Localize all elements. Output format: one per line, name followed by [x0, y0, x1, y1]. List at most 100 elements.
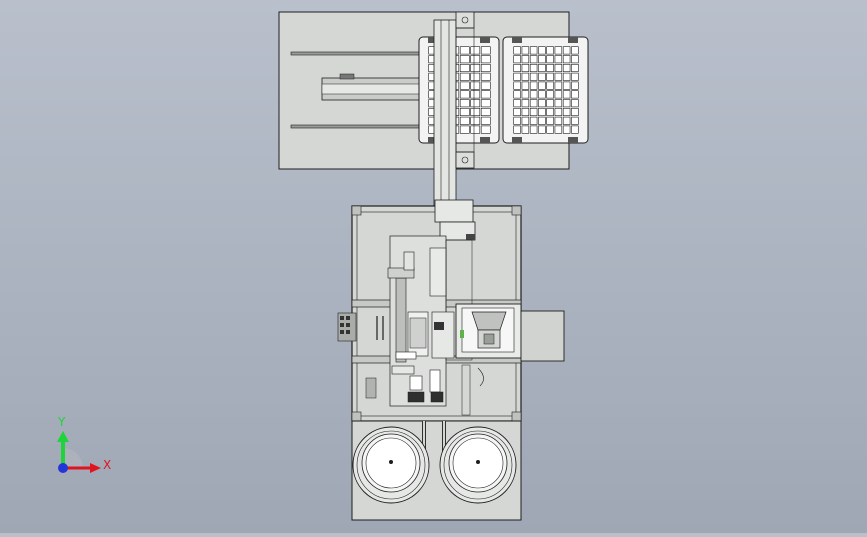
tray-pocket [521, 55, 530, 64]
guide-rail-top [290, 51, 420, 56]
tray-pocket [480, 55, 491, 64]
tray-pocket [480, 108, 491, 117]
tray-pocket [538, 99, 546, 108]
tray-pocket [571, 125, 579, 134]
tray-pocket [521, 81, 530, 90]
tray-pocket [513, 90, 521, 99]
tray-pocket [546, 81, 554, 90]
tray-pocket [470, 46, 481, 55]
tray-pocket [571, 64, 579, 73]
tray-pocket [546, 72, 554, 81]
tray-pocket [554, 46, 563, 55]
tray-pocket [459, 55, 470, 64]
tray-pocket [571, 55, 579, 64]
tray-pocket [470, 125, 481, 134]
tray-pocket [562, 125, 571, 134]
tray-pocket [470, 64, 481, 73]
tray-pocket [554, 108, 563, 117]
tray-pocket [513, 81, 521, 90]
tray-pocket [480, 72, 491, 81]
bowl-feeder-left [352, 426, 430, 504]
gantry-end-block-bottom [455, 151, 475, 169]
tray-pocket [546, 99, 554, 108]
tray-pocket [562, 90, 571, 99]
side-conveyor-box [520, 310, 565, 362]
tray-pocket [480, 64, 491, 73]
tray-pocket [562, 99, 571, 108]
tray-pocket [571, 46, 579, 55]
guide-rail-bottom [290, 124, 420, 129]
tray-pocket [529, 55, 538, 64]
tray-pocket [546, 55, 554, 64]
lead-screw [395, 277, 407, 363]
tray-pocket [554, 116, 563, 125]
tray-pocket [521, 72, 530, 81]
gantry-end-block-top [455, 11, 475, 29]
tray-pocket [562, 72, 571, 81]
tray-pocket [480, 116, 491, 125]
tray-pocket [513, 72, 521, 81]
tray-pocket [538, 72, 546, 81]
tray-pocket [470, 108, 481, 117]
tray-pocket [571, 81, 579, 90]
tray-pocket [459, 90, 470, 99]
tray-pocket [470, 81, 481, 90]
tray-pocket [513, 99, 521, 108]
tray-pocket [554, 90, 563, 99]
tray-pocket [459, 99, 470, 108]
tray-pocket [562, 64, 571, 73]
tray-pocket [546, 116, 554, 125]
tray-pocket [521, 90, 530, 99]
y-axis-label: Y [57, 415, 66, 429]
tray-pocket [538, 90, 546, 99]
tray-pocket [546, 108, 554, 117]
tray-pocket [538, 81, 546, 90]
tray-pocket [513, 108, 521, 117]
tray-pocket [562, 108, 571, 117]
tray-pocket [470, 72, 481, 81]
tray-pocket [521, 125, 530, 134]
upper-platform [278, 11, 589, 211]
tray-pocket [538, 116, 546, 125]
tray-right-pockets [513, 46, 579, 134]
tray-pocket [513, 125, 521, 134]
tray-pocket [513, 116, 521, 125]
tray-pocket [459, 125, 470, 134]
tray-pocket [529, 46, 538, 55]
tray-pocket [562, 116, 571, 125]
gripper-head [434, 199, 474, 223]
axis-triad-icon: Y X [57, 415, 111, 473]
sensor-block-left [407, 391, 425, 403]
bowl-feeder-right [439, 426, 517, 504]
tray-pocket [480, 46, 491, 55]
tray-pocket [571, 108, 579, 117]
tray-pocket [480, 90, 491, 99]
side-connector-block [337, 312, 357, 342]
tray-pocket [571, 72, 579, 81]
hopper-station [455, 303, 522, 359]
tray-right [502, 36, 589, 144]
tray-pocket [459, 116, 470, 125]
tray-pocket [529, 90, 538, 99]
tray-pocket [562, 55, 571, 64]
tray-pocket [459, 46, 470, 55]
tray-pocket [470, 55, 481, 64]
tray-pocket [529, 81, 538, 90]
tray-pocket [529, 99, 538, 108]
tray-pocket [546, 90, 554, 99]
tray-pocket [546, 64, 554, 73]
tray-pocket [521, 46, 530, 55]
tray-pocket [554, 99, 563, 108]
x-axis-label: X [103, 458, 111, 472]
tray-pocket [554, 64, 563, 73]
feeder-base [351, 420, 522, 521]
tray-pocket [554, 55, 563, 64]
tray-pocket [459, 81, 470, 90]
tray-pocket [459, 64, 470, 73]
tray-pocket [513, 46, 521, 55]
tray-pocket [459, 72, 470, 81]
tray-pocket [571, 99, 579, 108]
tray-pocket [554, 125, 563, 134]
